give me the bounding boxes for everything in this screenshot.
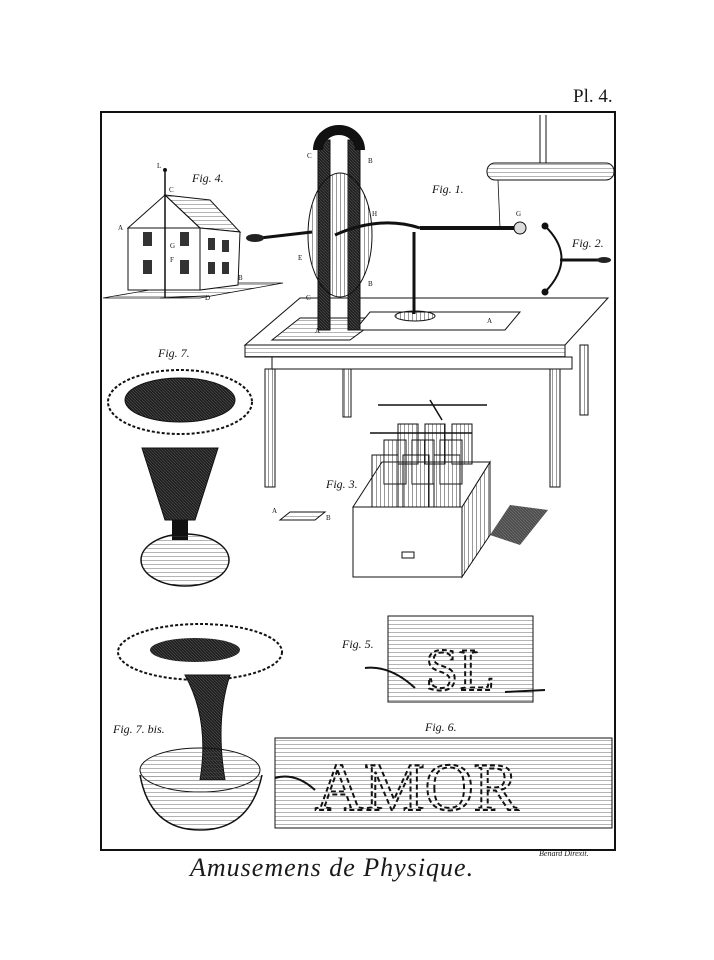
fig5-label: Fig. 5. bbox=[341, 637, 374, 651]
fig1-label: Fig. 1. bbox=[431, 182, 464, 196]
plate-number: Pl. 4. bbox=[573, 86, 613, 107]
fig6-word: AMOR bbox=[315, 749, 520, 825]
letter-D-fig1: D bbox=[319, 132, 324, 140]
fig6-label: Fig. 6. bbox=[424, 720, 457, 734]
letter-A-fig3: A bbox=[272, 507, 277, 515]
letter-A: A bbox=[118, 224, 123, 232]
fig5-word: SL bbox=[425, 637, 495, 703]
letter-G-fig1: G bbox=[516, 210, 521, 218]
fig2-label: Fig. 2. bbox=[571, 236, 604, 250]
letter-A2-fig1: A bbox=[487, 317, 492, 325]
fig4-house-illustration bbox=[102, 168, 284, 299]
engraver-credit: Benard Direxit. bbox=[539, 849, 589, 858]
fig5-panel bbox=[364, 615, 546, 703]
fig2-conductor-illustration bbox=[541, 222, 611, 296]
letter-D: D bbox=[205, 294, 210, 302]
letter-C-fig1: C bbox=[307, 152, 312, 160]
fig3-label: Fig. 3. bbox=[325, 477, 358, 491]
fig7bis-bowl-illustration bbox=[117, 623, 283, 831]
plate-title: Amusemens de Physique. bbox=[190, 853, 475, 882]
letter-B2-fig1: B bbox=[368, 280, 373, 288]
fig3-battery-illustration bbox=[352, 399, 548, 579]
letter-C2-fig1: C bbox=[306, 294, 311, 302]
letter-E-fig1: E bbox=[298, 254, 302, 262]
letter-B: B bbox=[238, 274, 243, 282]
fig3-small-plate bbox=[278, 511, 327, 521]
letter-B-fig1: B bbox=[368, 157, 373, 165]
letter-G: G bbox=[170, 242, 175, 250]
fig7-label: Fig. 7. bbox=[157, 346, 190, 360]
fig6-panel bbox=[274, 737, 613, 829]
fig7bis-label: Fig. 7. bis. bbox=[112, 722, 165, 736]
letter-L: L bbox=[157, 162, 161, 170]
letter-B-fig3: B bbox=[326, 514, 331, 522]
letter-C: C bbox=[169, 186, 174, 194]
letter-H-fig1: H bbox=[372, 210, 377, 218]
fig1-electrical-machine-illustration bbox=[243, 115, 615, 488]
letter-A-fig1: A bbox=[315, 327, 320, 335]
fig7-vase-illustration bbox=[107, 369, 253, 587]
letter-F: F bbox=[170, 256, 174, 264]
fig4-label: Fig. 4. bbox=[191, 171, 224, 185]
